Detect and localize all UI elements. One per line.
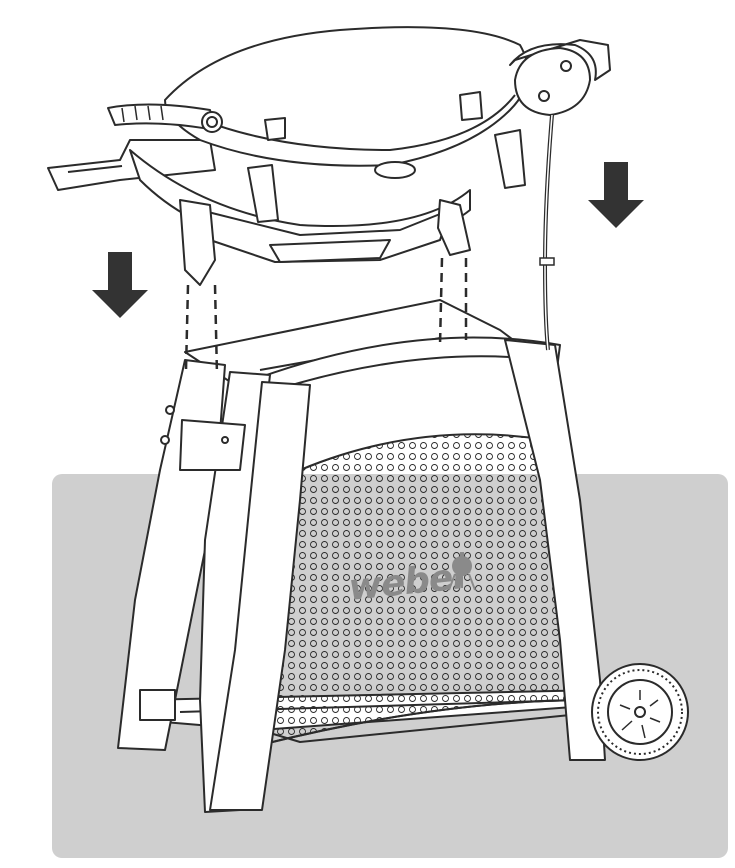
right-front-leg [209,381,311,811]
alignment-guides [184,257,468,376]
weber-kettle-logo-icon [448,552,476,591]
wheel [591,663,689,761]
grill-body [47,26,611,286]
right-rear-leg [504,339,606,761]
cart [117,299,606,813]
grill-lid [164,26,529,167]
down-arrow-icon [92,252,148,318]
control-panel [509,39,611,81]
hose-clip [539,257,555,266]
down-arrow-icon [588,162,644,228]
